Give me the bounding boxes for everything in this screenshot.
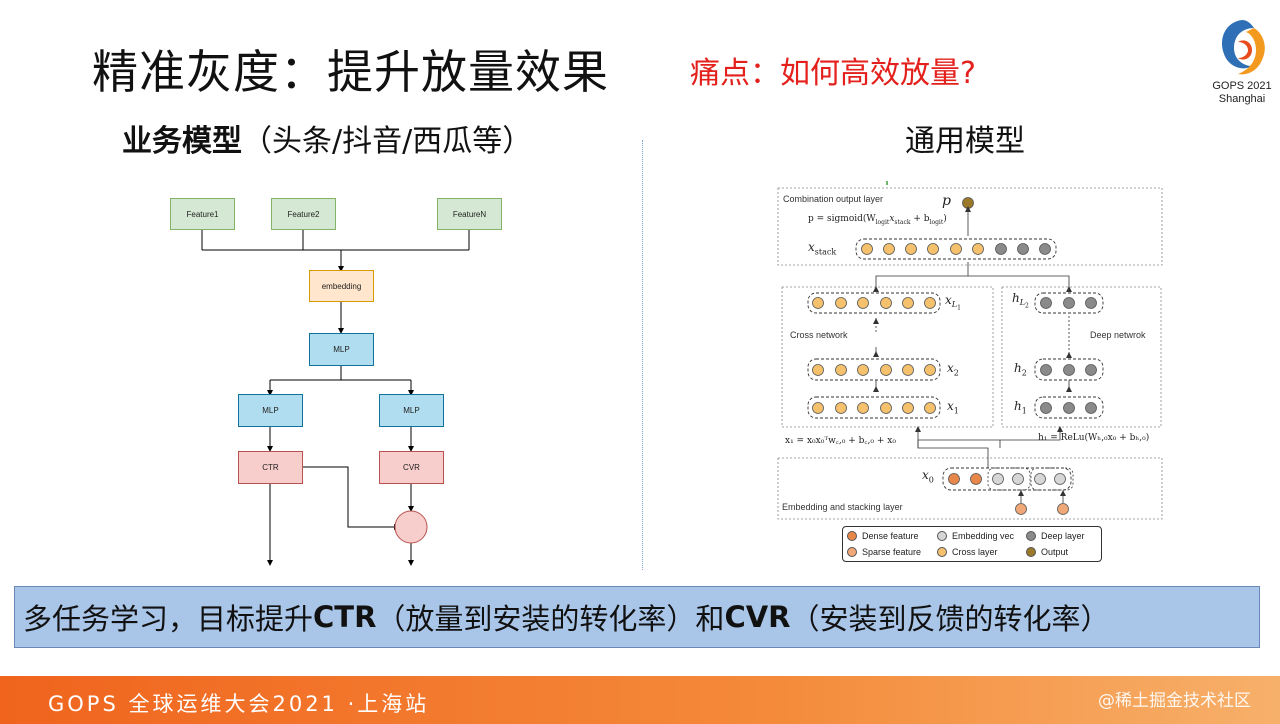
x-stack-group xyxy=(855,238,1057,260)
logo-line2: Shanghai xyxy=(1218,93,1266,105)
logo-line1: GOPS 2021 xyxy=(1212,80,1272,92)
legend: Dense feature Embedding vec Deep layer S… xyxy=(842,526,1102,562)
pain-point-text: 痛点：如何高效放量? xyxy=(690,56,976,91)
x1-group xyxy=(807,396,941,419)
h1-label: h1 xyxy=(1014,399,1027,416)
x2-group xyxy=(807,358,941,381)
x-L1-label: xL1 xyxy=(945,293,961,312)
mlp-left-node: MLP xyxy=(238,394,303,427)
footer-bar xyxy=(0,676,1280,724)
right-heading: 通用模型 xyxy=(905,124,1025,159)
left-heading-bold: 业务模型 xyxy=(122,124,242,159)
deep-network-label: Deep netwrok xyxy=(1090,330,1146,340)
sparse-dot-icon xyxy=(847,547,857,557)
cross-network-box xyxy=(781,286,994,428)
x-stack-label: xstack xyxy=(808,240,837,257)
legend-dense: Dense feature xyxy=(847,531,919,541)
embedding-layer-box xyxy=(777,457,1163,520)
ctr-node: CTR xyxy=(238,451,303,484)
cross-equation: x₁ = x₀x₀ᵀw꜀,₀ + b꜀,₀ + x₀ xyxy=(785,436,896,446)
cross-network-label: Cross network xyxy=(790,330,848,340)
embedding-dot-icon xyxy=(937,531,947,541)
combination-layer-box xyxy=(777,187,1163,266)
p-label: p xyxy=(942,193,951,209)
x2-label: x2 xyxy=(947,361,959,378)
footer-text: GOPS 全球运维大会2021 ·上海站 xyxy=(48,692,430,716)
mlp-right-node: MLP xyxy=(379,394,444,427)
banner-cvr: CVR xyxy=(724,600,791,634)
p-formula: p = sigmoid(Wlogitxstack + blogit) xyxy=(808,214,947,226)
embedding-node: embedding xyxy=(309,270,374,302)
slide-title: 精准灰度：提升放量效果 xyxy=(92,45,609,99)
legend-cross: Cross layer xyxy=(937,547,998,557)
x-L1-group xyxy=(807,292,941,314)
x0-label: x0 xyxy=(922,468,934,485)
h1-group xyxy=(1034,396,1104,419)
mlp-node: MLP xyxy=(309,333,374,366)
left-heading: 业务模型（头条/抖音/西瓜等） xyxy=(122,116,532,160)
banner-text-1: 多任务学习，目标提升 xyxy=(23,602,314,636)
embedding-layer-label: Embedding and stacking layer xyxy=(782,502,903,512)
feature1-node: Feature1 xyxy=(170,198,235,230)
deep-equation: h₁ = ReLu(Wₕ,₀x₀ + bₕ,₀) xyxy=(1038,433,1150,443)
watermark-text: @稀土掘金技术社区 xyxy=(1098,691,1251,711)
h-L2-group xyxy=(1034,292,1104,314)
output-dot-icon xyxy=(1026,547,1036,557)
legend-output: Output xyxy=(1026,547,1068,557)
deep-network-box xyxy=(1001,286,1162,428)
dense-dot-icon xyxy=(847,531,857,541)
combine-node xyxy=(394,510,428,544)
deep-dot-icon xyxy=(1026,531,1036,541)
h-L2-label: hL2 xyxy=(1012,291,1029,310)
banner-ctr: CTR xyxy=(313,600,377,634)
gops-logo-icon xyxy=(1222,20,1265,75)
cvr-node: CVR xyxy=(379,451,444,484)
feature2-node: Feature2 xyxy=(271,198,336,230)
left-heading-rest: （头条/抖音/西瓜等） xyxy=(242,124,533,159)
legend-deep: Deep layer xyxy=(1026,531,1085,541)
section-divider xyxy=(642,140,643,570)
featureN-node: FeatureN xyxy=(437,198,502,230)
combination-layer-label: Combination output layer xyxy=(783,194,884,204)
banner-text-3: （放量到安装的转化率）和 xyxy=(376,602,725,636)
h2-label: h2 xyxy=(1014,361,1027,378)
cross-dot-icon xyxy=(937,547,947,557)
x0-group xyxy=(942,467,1072,491)
x1-label: x1 xyxy=(947,399,959,416)
legend-sparse: Sparse feature xyxy=(847,547,921,557)
legend-embedding: Embedding vec xyxy=(937,531,1014,541)
banner-text-5: （安装到反馈的转化率） xyxy=(790,602,1110,636)
